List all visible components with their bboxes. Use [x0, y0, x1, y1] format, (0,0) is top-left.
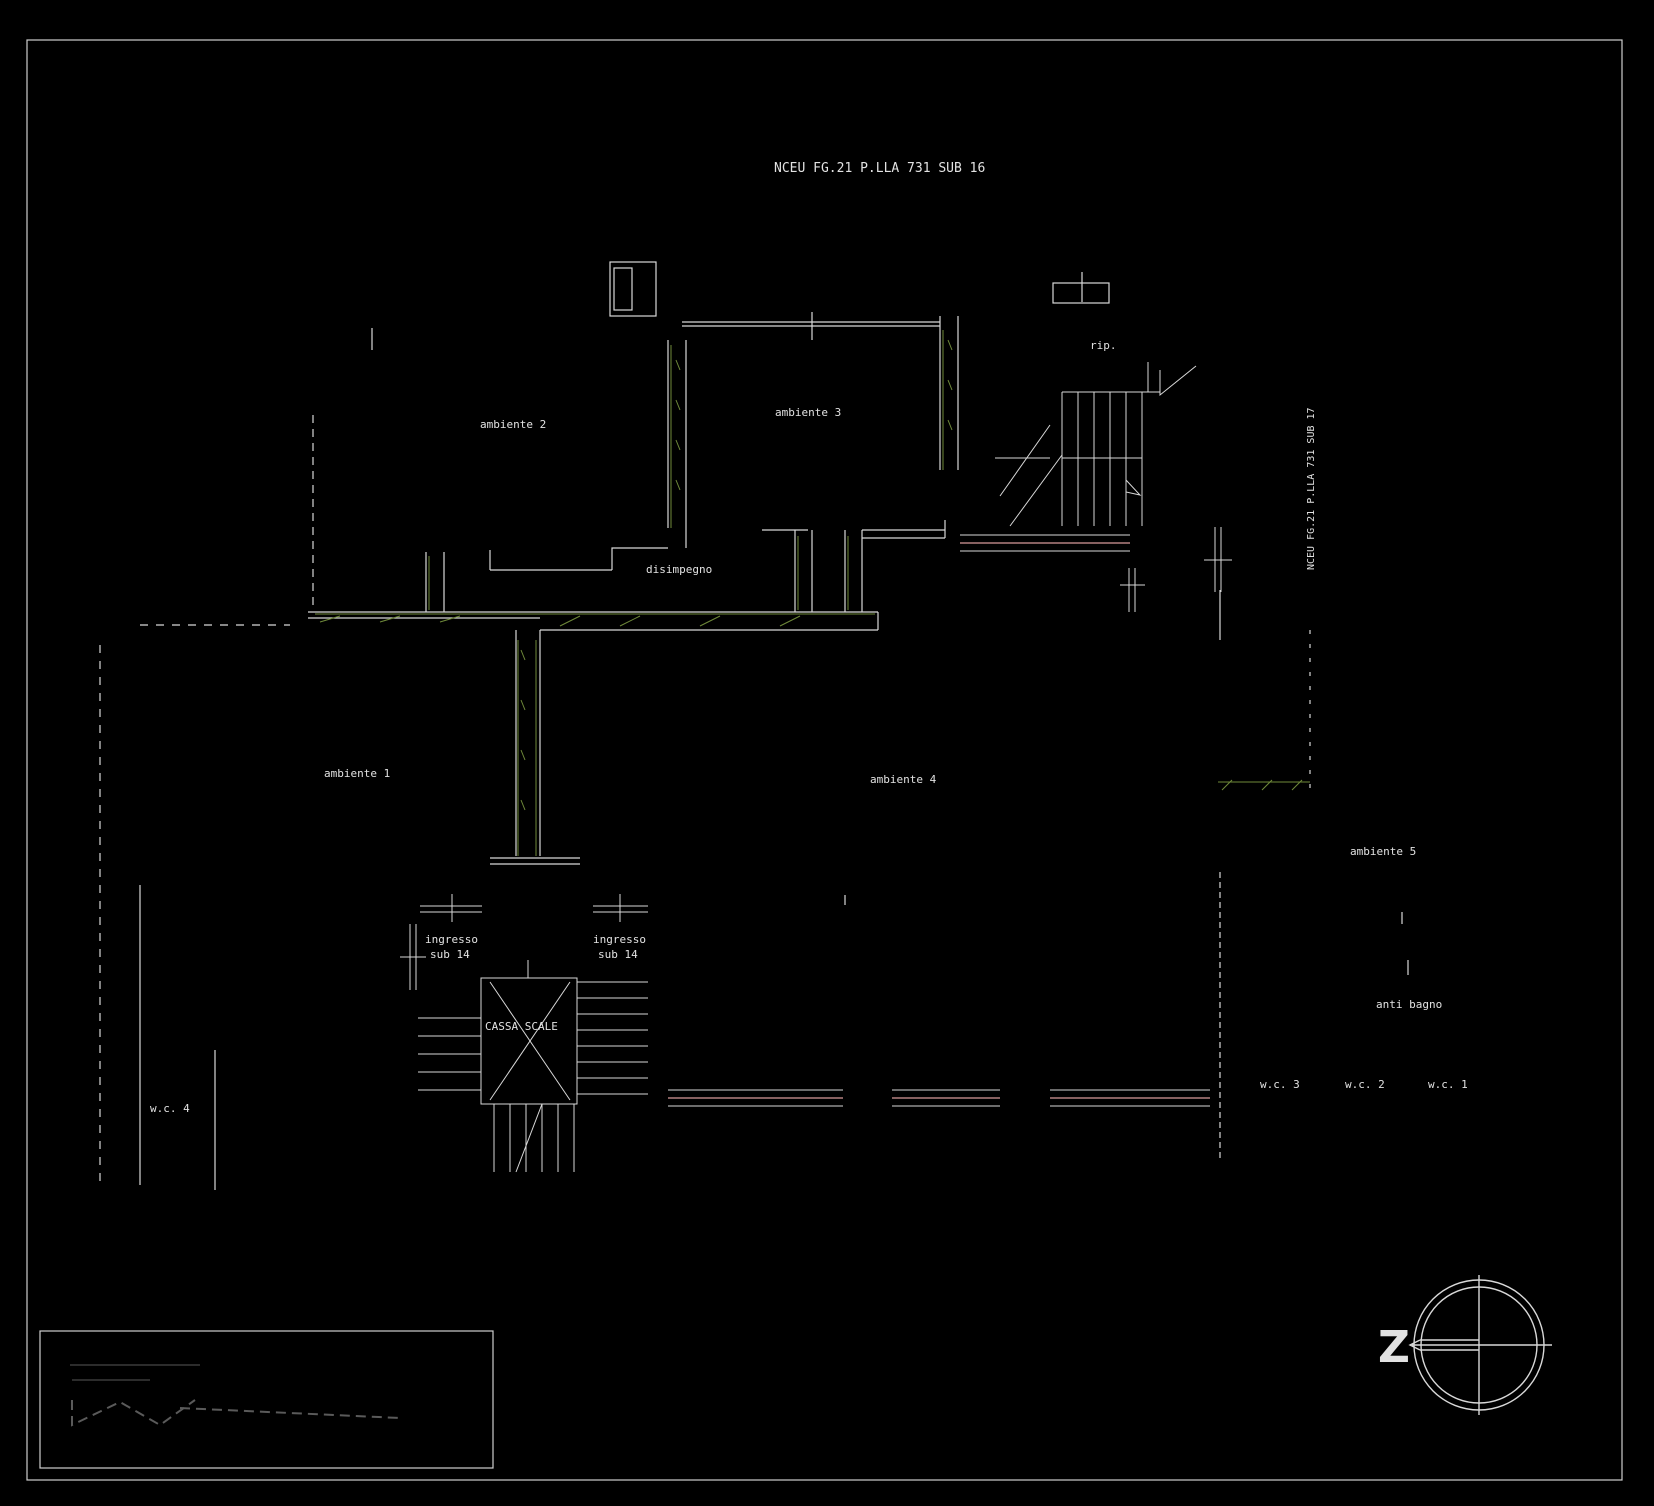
neighbor-right-label: NCEU FG.21 P.LLA 731 SUB 17	[1306, 407, 1317, 570]
north-letter: Z	[1378, 1322, 1410, 1373]
room-wc-1: w.c. 1	[1428, 1078, 1468, 1091]
door-marks	[400, 365, 1232, 990]
stairwell	[418, 960, 648, 1173]
wall-hatching	[315, 330, 1310, 856]
room-rip: rip.	[1090, 339, 1117, 352]
title-block	[39, 1330, 494, 1469]
room-wc-3: w.c. 3	[1260, 1078, 1300, 1091]
room-ambiente-1: ambiente 1	[324, 767, 390, 780]
neighbor-top-label: NCEU FG.21 P.LLA 731 SUB 16	[774, 161, 985, 176]
room-ambiente-3: ambiente 3	[775, 406, 841, 419]
north-arrow	[1408, 1275, 1552, 1415]
entrance-left-line1: ingresso	[425, 933, 478, 946]
room-wc-2: w.c. 2	[1345, 1078, 1385, 1091]
walls-lower	[99, 590, 1409, 1190]
room-ambiente-2: ambiente 2	[480, 418, 546, 431]
entrance-right-line1: ingresso	[593, 933, 646, 946]
room-anti-bagno: anti bagno	[1376, 998, 1442, 1011]
sheet-frame	[26, 39, 1623, 1481]
upper-staircase	[995, 362, 1160, 527]
room-disimpegno: disimpegno	[646, 563, 712, 576]
room-ambiente-4: ambiente 4	[870, 773, 937, 786]
room-wc-4: w.c. 4	[150, 1102, 190, 1115]
walls-upper	[308, 261, 1110, 631]
stairwell-label: CASSA SCALE	[485, 1020, 558, 1033]
entrance-right-line2: sub 14	[598, 948, 638, 961]
window-sills-pink	[668, 542, 1210, 1099]
room-ambiente-5: ambiente 5	[1350, 845, 1416, 858]
entrance-left-line2: sub 14	[430, 948, 470, 961]
